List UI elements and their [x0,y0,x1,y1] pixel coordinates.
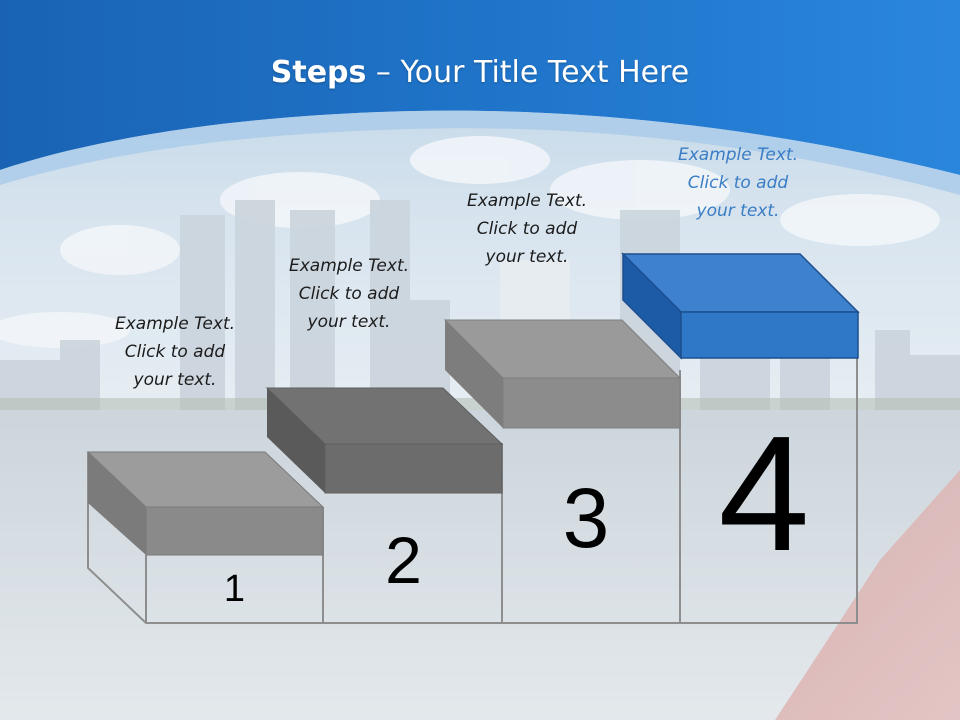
title-bold: Steps [270,55,367,90]
caption-line: Click to add [298,284,400,304]
step-2-number: 2 [385,523,422,597]
caption-line: your text. [133,370,217,390]
caption-line: your text. [307,312,391,332]
header-band [0,0,960,175]
caption-line: Click to add [687,173,789,193]
step-4-block [621,252,860,360]
caption-line: Example Text. [677,145,799,165]
step-1-number: 1 [223,568,246,610]
step-4-caption[interactable]: Example Text. Click to add your text. [653,141,823,225]
slide-title[interactable]: Steps – Your Title Text Here [0,55,960,90]
pier [775,470,960,720]
caption-line: your text. [485,247,569,267]
title-dash: – [366,55,401,90]
caption-line: your text. [696,201,780,221]
step-1-block [86,451,325,556]
caption-line: Example Text. [114,314,236,334]
step-1-caption[interactable]: Example Text. Click to add your text. [90,310,260,394]
caption-line: Example Text. [288,256,410,276]
step-2-block [265,387,504,494]
step-4-number: 4 [718,402,810,585]
caption-line: Click to add [124,342,226,362]
step-3-block [443,319,682,429]
caption-line: Example Text. [466,191,588,211]
step-2-caption[interactable]: Example Text. Click to add your text. [264,252,434,336]
step-3-number: 3 [562,471,610,565]
clouds [0,136,940,348]
title-text: Your Title Text Here [400,55,690,90]
step-3-caption[interactable]: Example Text. Click to add your text. [442,187,612,271]
caption-line: Click to add [476,219,578,239]
